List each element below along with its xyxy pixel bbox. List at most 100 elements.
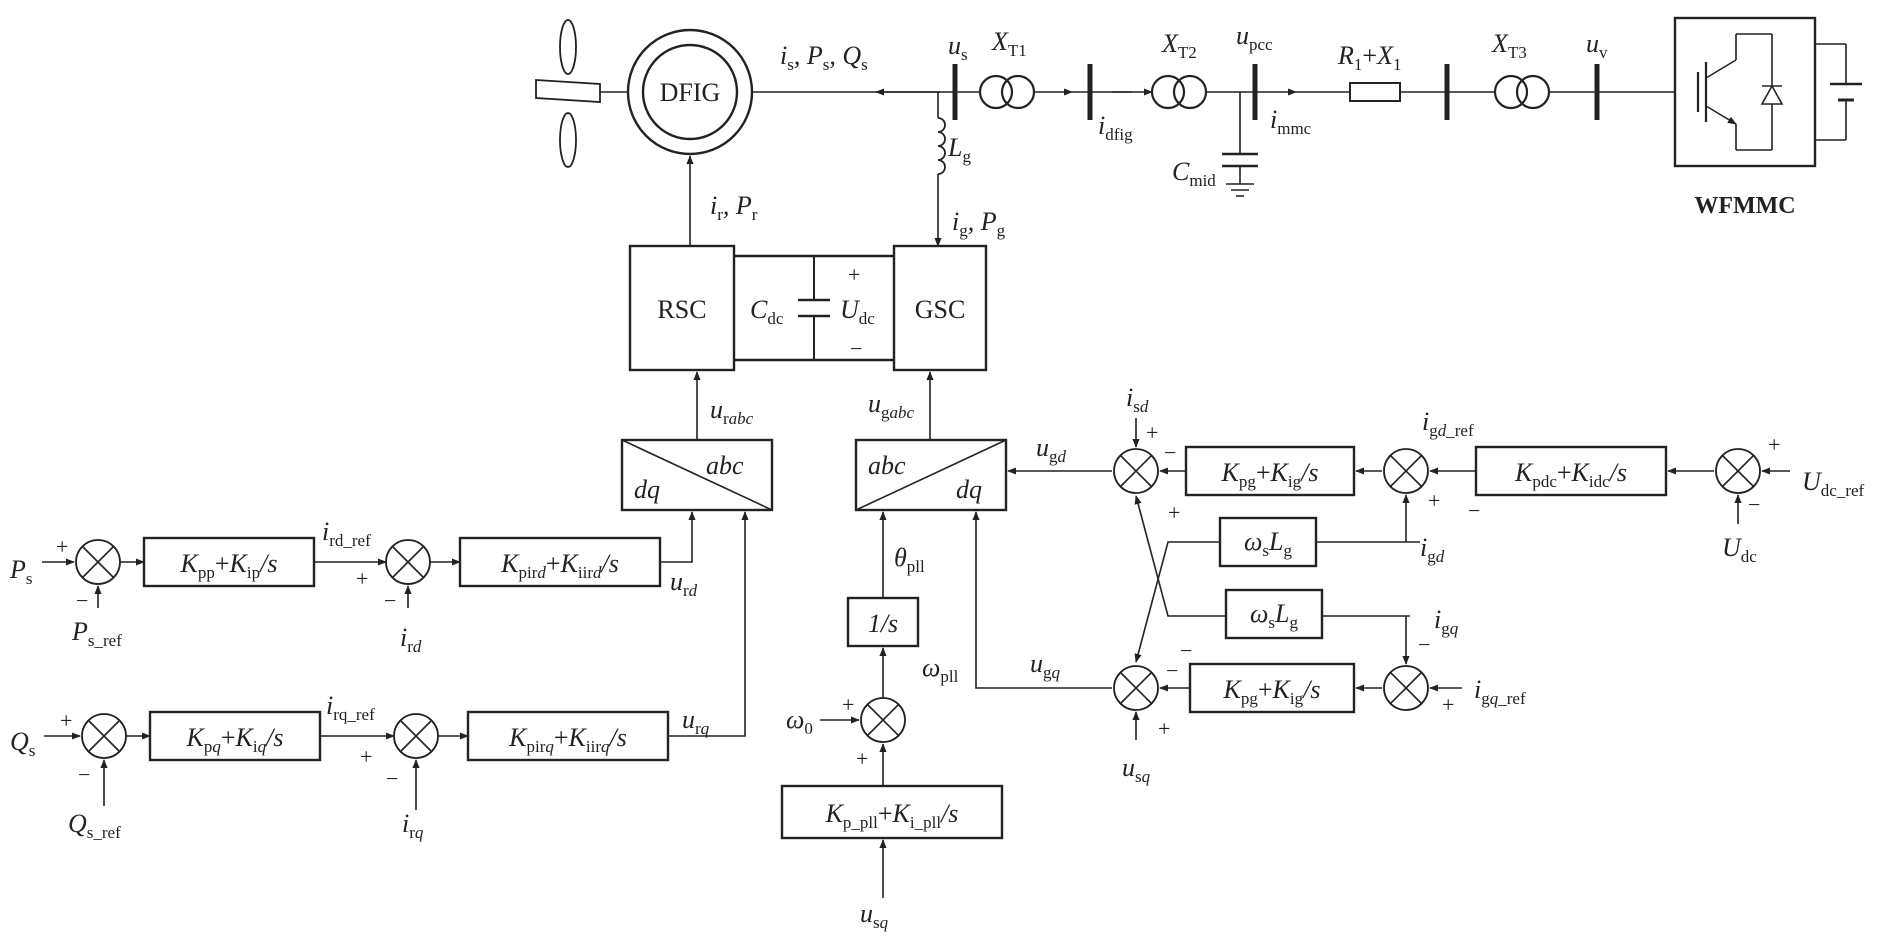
svg-text:igd: igd bbox=[1420, 533, 1445, 566]
svg-text:−: − bbox=[1468, 498, 1480, 523]
svg-text:immc: immc bbox=[1270, 105, 1312, 138]
svg-text:Qs: Qs bbox=[10, 727, 35, 760]
svg-text:ωpll: ωpll bbox=[922, 653, 959, 686]
svg-text:upcc: upcc bbox=[1236, 21, 1273, 54]
wfmmc-label: WFMMC bbox=[1694, 193, 1795, 219]
svg-text:Kpg+Kig/s: Kpg+Kig/s bbox=[1221, 458, 1319, 491]
svg-text:XT3: XT3 bbox=[1491, 29, 1527, 62]
svg-text:θpll: θpll bbox=[894, 543, 925, 576]
svg-text:+: + bbox=[842, 692, 854, 717]
svg-text:Udc: Udc bbox=[1722, 533, 1757, 566]
svg-text:Udc_ref: Udc_ref bbox=[1802, 467, 1865, 500]
svg-text:Qs_ref: Qs_ref bbox=[68, 809, 121, 842]
rsc-label: RSC bbox=[657, 295, 706, 324]
svg-text:isd: isd bbox=[1126, 383, 1149, 416]
gsc-block bbox=[892, 244, 988, 372]
svg-text:−: − bbox=[1164, 440, 1176, 465]
svg-text:abc: abc bbox=[706, 451, 744, 480]
svg-text:XT2: XT2 bbox=[1161, 29, 1197, 62]
svg-text:−: − bbox=[78, 762, 90, 787]
svg-text:Ps: Ps bbox=[9, 555, 33, 588]
svg-text:+: + bbox=[360, 744, 372, 769]
svg-text:+: + bbox=[1168, 500, 1180, 525]
svg-text:+: + bbox=[1442, 692, 1454, 717]
svg-text:+: + bbox=[56, 534, 68, 559]
svg-text:Cmid: Cmid bbox=[1172, 157, 1216, 190]
integrator-block bbox=[846, 596, 920, 648]
transformer-t1 bbox=[955, 74, 1073, 110]
integrator-label: 1/s bbox=[868, 609, 898, 638]
svg-text:−: − bbox=[1418, 632, 1430, 657]
svg-text:−: − bbox=[384, 588, 396, 613]
svg-text:+: + bbox=[1428, 488, 1440, 513]
transformer-t2 bbox=[1112, 74, 1255, 110]
svg-text:urabc: urabc bbox=[710, 395, 754, 428]
svg-text:ugd: ugd bbox=[1036, 433, 1067, 466]
svg-text:igq: igq bbox=[1434, 605, 1459, 638]
svg-text:XT1: XT1 bbox=[991, 27, 1027, 60]
gsc-label: GSC bbox=[915, 295, 966, 324]
dfig-generator: DFIG bbox=[626, 28, 754, 156]
svg-text:Ps_ref: Ps_ref bbox=[71, 617, 122, 650]
svg-text:−: − bbox=[1748, 492, 1760, 517]
svg-text:Lg: Lg bbox=[947, 133, 971, 166]
svg-text:+: + bbox=[848, 262, 860, 287]
transformer-t3 bbox=[1493, 74, 1675, 110]
svg-text:Kpirq+Kiirq/s: Kpirq+Kiirq/s bbox=[508, 723, 627, 756]
svg-text:Kpg+Kig/s: Kpg+Kig/s bbox=[1223, 675, 1321, 708]
irq-controller bbox=[466, 710, 670, 762]
q-controller bbox=[148, 710, 322, 762]
svg-text:ω0: ω0 bbox=[786, 705, 813, 738]
svg-text:ird_ref: ird_ref bbox=[322, 517, 371, 550]
svg-text:ugq: ugq bbox=[1030, 649, 1061, 682]
svg-text:usq: usq bbox=[1122, 753, 1151, 786]
svg-text:Kpq+Kiq/s: Kpq+Kiq/s bbox=[186, 723, 284, 756]
capacitor-cmid bbox=[1222, 92, 1258, 197]
dq-abc-transform-rsc: dq abc bbox=[620, 438, 774, 512]
svg-text:Cdc: Cdc bbox=[750, 295, 784, 328]
stator-current-label: is, Ps, Qs bbox=[780, 41, 868, 74]
ird-controller bbox=[458, 536, 662, 588]
svg-text:dq: dq bbox=[634, 475, 660, 504]
svg-text:+: + bbox=[60, 708, 72, 733]
svg-text:Udc: Udc bbox=[840, 295, 875, 328]
svg-text:irq: irq bbox=[402, 809, 424, 842]
inductor-lg bbox=[934, 92, 946, 247]
rsc-block bbox=[628, 244, 736, 372]
svg-text:urq: urq bbox=[682, 705, 710, 738]
svg-text:irq_ref: irq_ref bbox=[326, 691, 375, 724]
dfig-label: DFIG bbox=[660, 78, 721, 107]
svg-text:usq: usq bbox=[860, 899, 889, 932]
decouple-bot bbox=[1224, 588, 1324, 640]
svg-text:+: + bbox=[856, 746, 868, 771]
svg-text:Kpird+Kiird/s: Kpird+Kiird/s bbox=[500, 549, 619, 582]
svg-text:−: − bbox=[1180, 638, 1192, 663]
svg-text:+: + bbox=[1158, 716, 1170, 741]
svg-text:abc: abc bbox=[868, 451, 906, 480]
svg-text:−: − bbox=[76, 588, 88, 613]
pll-controller bbox=[780, 784, 1004, 840]
svg-text:+: + bbox=[356, 566, 368, 591]
abc-dq-transform-gsc: abc dq bbox=[854, 438, 1008, 512]
svg-text:ig, Pg: ig, Pg bbox=[952, 207, 1006, 240]
svg-text:−: − bbox=[386, 766, 398, 791]
svg-text:+: + bbox=[1146, 420, 1158, 445]
svg-text:−: − bbox=[850, 336, 862, 361]
svg-text:igq_ref: igq_ref bbox=[1474, 675, 1526, 708]
svg-text:ugabc: ugabc bbox=[868, 389, 915, 422]
svg-text:R1+X1: R1+X1 bbox=[1337, 41, 1401, 74]
svg-text:us: us bbox=[948, 31, 968, 64]
decouple-top bbox=[1218, 516, 1318, 568]
svg-text:+: + bbox=[1768, 432, 1780, 457]
svg-text:Kpdc+Kidc/s: Kpdc+Kidc/s bbox=[1514, 458, 1627, 491]
svg-text:urd: urd bbox=[670, 567, 698, 600]
svg-text:ir, Pr: ir, Pr bbox=[710, 191, 758, 224]
svg-text:ird: ird bbox=[400, 623, 422, 656]
svg-text:idfig: idfig bbox=[1098, 111, 1133, 144]
wind-turbine-icon bbox=[535, 19, 628, 168]
svg-text:uv: uv bbox=[1586, 29, 1608, 62]
wfmmc-converter bbox=[1673, 16, 1862, 168]
igq-controller bbox=[1188, 662, 1356, 714]
udc-controller bbox=[1474, 445, 1668, 497]
svg-text:Kpp+Kip/s: Kpp+Kip/s bbox=[180, 549, 278, 582]
